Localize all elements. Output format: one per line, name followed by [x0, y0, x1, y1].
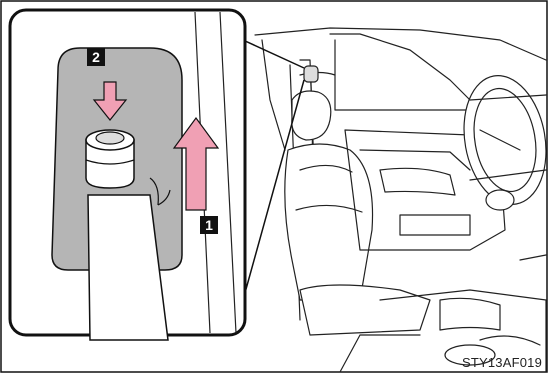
step-2-badge: 2	[87, 48, 105, 66]
step-1-badge: 1	[200, 216, 218, 234]
pillar-anchor-small	[304, 66, 318, 82]
anchor-knob	[86, 130, 134, 188]
magnified-inset	[10, 10, 245, 340]
figure-code-label: STY13AF019	[462, 355, 542, 370]
